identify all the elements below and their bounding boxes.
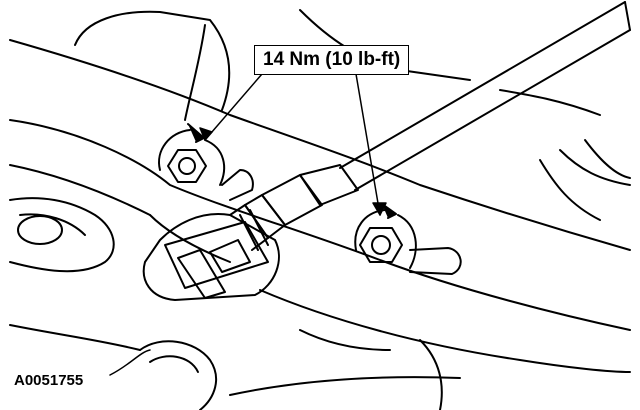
figure-id-leader (109, 349, 151, 376)
callout-leaders (199, 73, 387, 216)
upper-housing (74, 9, 631, 221)
lower-pipe (9, 197, 115, 273)
sensor-cable (339, 1, 631, 191)
mounting-rail (9, 39, 631, 373)
sensor-connector (142, 164, 359, 301)
right-fastener (354, 203, 462, 275)
torque-callout: 14 Nm (10 lb-ft) (254, 45, 410, 75)
bottom-duct (9, 324, 461, 410)
figure-id: A0051755 (14, 372, 84, 389)
